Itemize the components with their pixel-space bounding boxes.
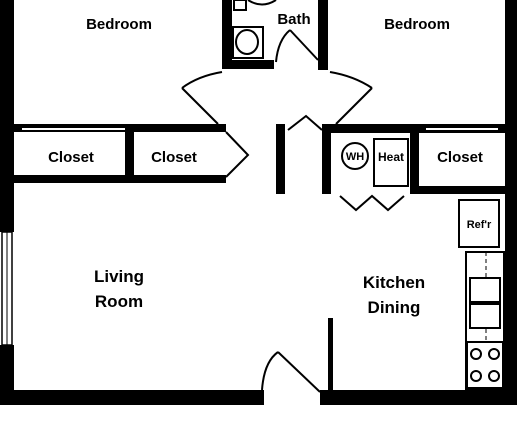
furnace (373, 138, 409, 187)
closet-divider (125, 124, 134, 183)
south-wall-left (0, 390, 264, 405)
bedroom-left-door (181, 71, 223, 125)
water-heater-label: WH (346, 151, 364, 163)
utility-bifold-doors (339, 194, 405, 212)
hall-wall-east (322, 124, 331, 194)
living-room-label-line2: Room (95, 292, 143, 311)
bedroom-right-label: Bedroom (384, 16, 450, 33)
water-heater (341, 142, 369, 170)
west-window (1, 231, 13, 346)
closet-bottom-wall (14, 175, 226, 183)
bath-wall-west (222, 0, 232, 68)
living-kitchen-partition (328, 318, 333, 395)
refrigerator-label: Ref'r (467, 219, 492, 231)
bedroom-left-label: Bedroom (86, 16, 152, 33)
hall-wall-west (276, 124, 285, 194)
bath-walls (222, 0, 328, 70)
entry-door (261, 351, 321, 393)
living-room-label-line1: Living (94, 267, 144, 286)
refrigerator (458, 199, 500, 248)
heat-label: Heat (378, 150, 404, 164)
south-wall-right (320, 390, 517, 405)
closet-3-bottom-wall (410, 186, 505, 194)
west-wall-upper (0, 0, 14, 232)
bath-label: Bath (277, 11, 310, 28)
kitchen-sink (469, 277, 501, 329)
hall-closet-walls (276, 114, 331, 194)
utility-walls (331, 124, 505, 194)
bath-wall-south (222, 60, 274, 69)
left-closet-walls (14, 124, 226, 183)
exterior-walls (0, 0, 517, 405)
range (466, 341, 504, 389)
closet-2-door (225, 131, 250, 178)
sink (233, 0, 277, 11)
bedroom-right-door (329, 71, 373, 125)
closet-2-label: Closet (151, 149, 197, 166)
utility-right-wall (410, 124, 419, 194)
bath-door (275, 29, 319, 63)
toilet (232, 26, 264, 59)
closet-3-label: Closet (437, 149, 483, 166)
kitchen-label-line2: Dining (368, 298, 421, 317)
kitchen-label-line1: Kitchen (363, 273, 425, 292)
closet-1-label: Closet (48, 149, 94, 166)
bath-wall-east (318, 0, 328, 70)
east-wall (505, 0, 517, 405)
